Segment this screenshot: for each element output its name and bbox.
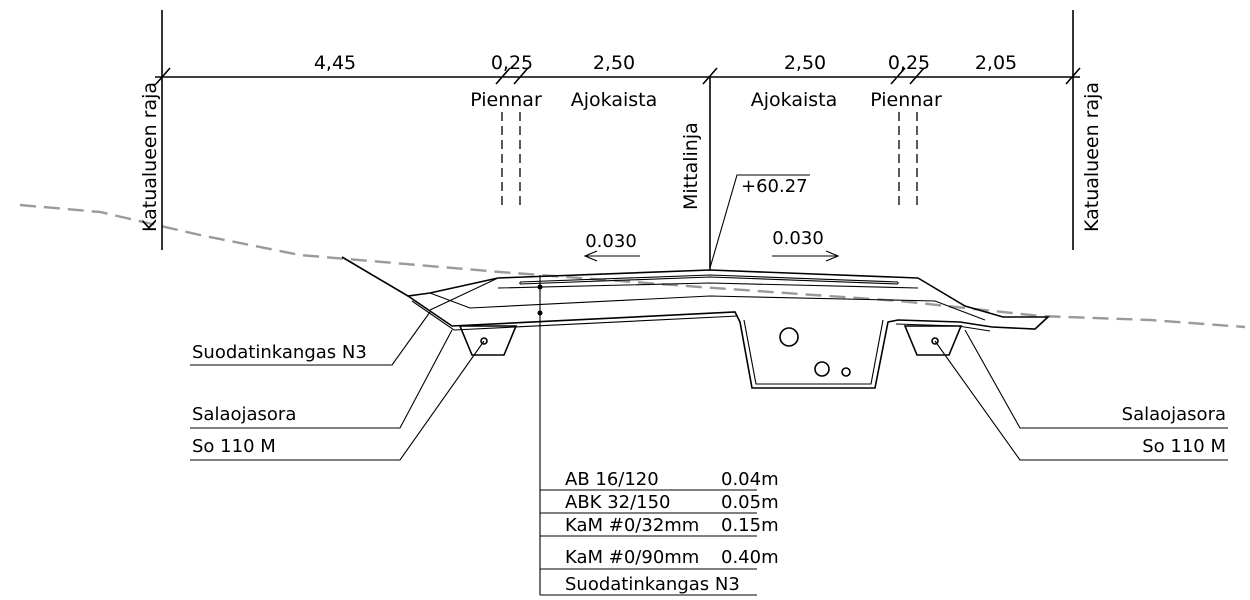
label-lane-left: Ajokaista xyxy=(571,89,657,111)
utility-pipe-medium xyxy=(814,361,830,377)
road-structure xyxy=(341,256,1051,389)
leader-filter-fabric xyxy=(190,311,431,366)
label-shoulder-left: Piennar xyxy=(470,89,542,111)
label-filter-fabric: Suodatinkangas N3 xyxy=(192,342,367,363)
label-drain-gravel-left: Salaojasora xyxy=(192,404,296,425)
dimension-ticks xyxy=(155,67,1081,85)
layer-4-name: KaM #0/90mm xyxy=(565,547,699,568)
label-shoulder-right: Piennar xyxy=(870,89,942,111)
label-drain-spec-left: So 110 M xyxy=(192,436,276,457)
label-boundary-right: Katualueen raja xyxy=(1081,82,1103,232)
leader-drain-gravel-left xyxy=(190,329,453,429)
layer-marker-dot-top xyxy=(537,284,543,290)
dim-right-shoulder: 0,25 xyxy=(888,52,930,74)
layer-3-thickness: 0.15m xyxy=(721,515,779,536)
leader-drain-gravel-right xyxy=(964,329,1228,429)
layer-marker-dot-bottom xyxy=(537,310,543,316)
slope-arrowhead-left xyxy=(583,250,598,262)
layer-1-thickness: 0.04m xyxy=(721,469,779,490)
label-lane-right: Ajokaista xyxy=(751,89,837,111)
drain-pipe-left xyxy=(480,337,488,345)
layer-5-name: Suodatinkangas N3 xyxy=(565,574,740,595)
label-drain-gravel-right: Salaojasora xyxy=(1122,404,1226,425)
layer-4-thickness: 0.40m xyxy=(721,547,779,568)
dim-left-zone: 4,45 xyxy=(314,52,356,74)
layer-table xyxy=(540,489,757,596)
dim-left-lane: 2,50 xyxy=(593,52,635,74)
dim-left-shoulder: 0,25 xyxy=(491,52,533,74)
label-boundary-left: Katualueen raja xyxy=(139,82,161,232)
dim-right-zone: 2,05 xyxy=(975,52,1017,74)
existing-ground-line xyxy=(19,203,1246,329)
dim-right-lane: 2,50 xyxy=(784,52,826,74)
label-slope-left: 0.030 xyxy=(585,231,637,252)
label-centerline: Mittalinja xyxy=(680,122,702,210)
leader-drain-spec-left xyxy=(190,340,485,461)
layer-3-name: KaM #0/32mm xyxy=(565,515,699,536)
elevation-leader xyxy=(709,174,810,269)
leader-drain-spec-right xyxy=(934,340,1228,461)
utility-pipe-small xyxy=(841,367,851,377)
utility-pipe-large xyxy=(779,327,799,347)
layer-1-name: AB 16/120 xyxy=(565,469,659,490)
label-drain-spec-right: So 110 M xyxy=(1142,436,1226,457)
layer-2-thickness: 0.05m xyxy=(721,492,779,513)
drain-pipe-right xyxy=(931,337,939,345)
slope-arrowhead-right xyxy=(825,250,840,262)
layer-2-name: ABK 32/150 xyxy=(565,492,671,513)
label-slope-right: 0.030 xyxy=(772,228,824,249)
label-elevation: +60.27 xyxy=(741,176,808,197)
shoulder-guide-lines xyxy=(501,112,918,210)
